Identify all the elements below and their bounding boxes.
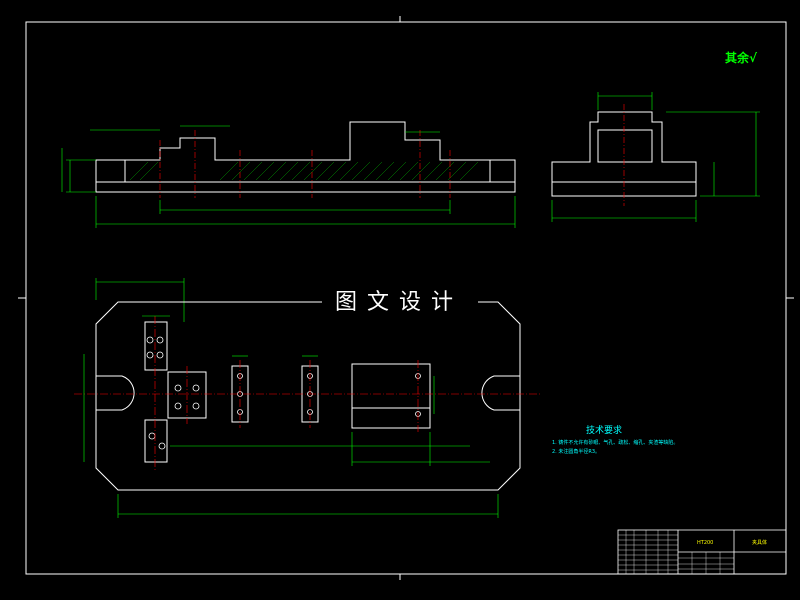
technical-requirement-note: 1. 铸件不允许有砂眼、气孔、疏松、缩孔、夹渣等缺陷。 xyxy=(552,439,678,446)
roughness-mark: 其余√ xyxy=(725,50,758,65)
title-block: HT200 夹具体 xyxy=(617,529,787,575)
side-view xyxy=(551,92,760,222)
title-block-part-name: 夹具体 xyxy=(752,539,767,546)
technical-requirement-note: 2. 未注圆角半径R3。 xyxy=(552,448,600,455)
title-block-material: HT200 xyxy=(697,540,713,546)
watermark-text: 图文设计 xyxy=(335,290,463,315)
drawing-frame xyxy=(18,16,794,580)
watermark-group: 图文设计 xyxy=(118,285,498,317)
technical-requirements: 技术要求 1. 铸件不允许有砂眼、气孔、疏松、缩孔、夹渣等缺陷。 2. 未注圆角… xyxy=(552,424,678,455)
top-view xyxy=(74,278,540,518)
technical-requirements-title: 技术要求 xyxy=(586,424,622,436)
front-view xyxy=(61,121,516,228)
